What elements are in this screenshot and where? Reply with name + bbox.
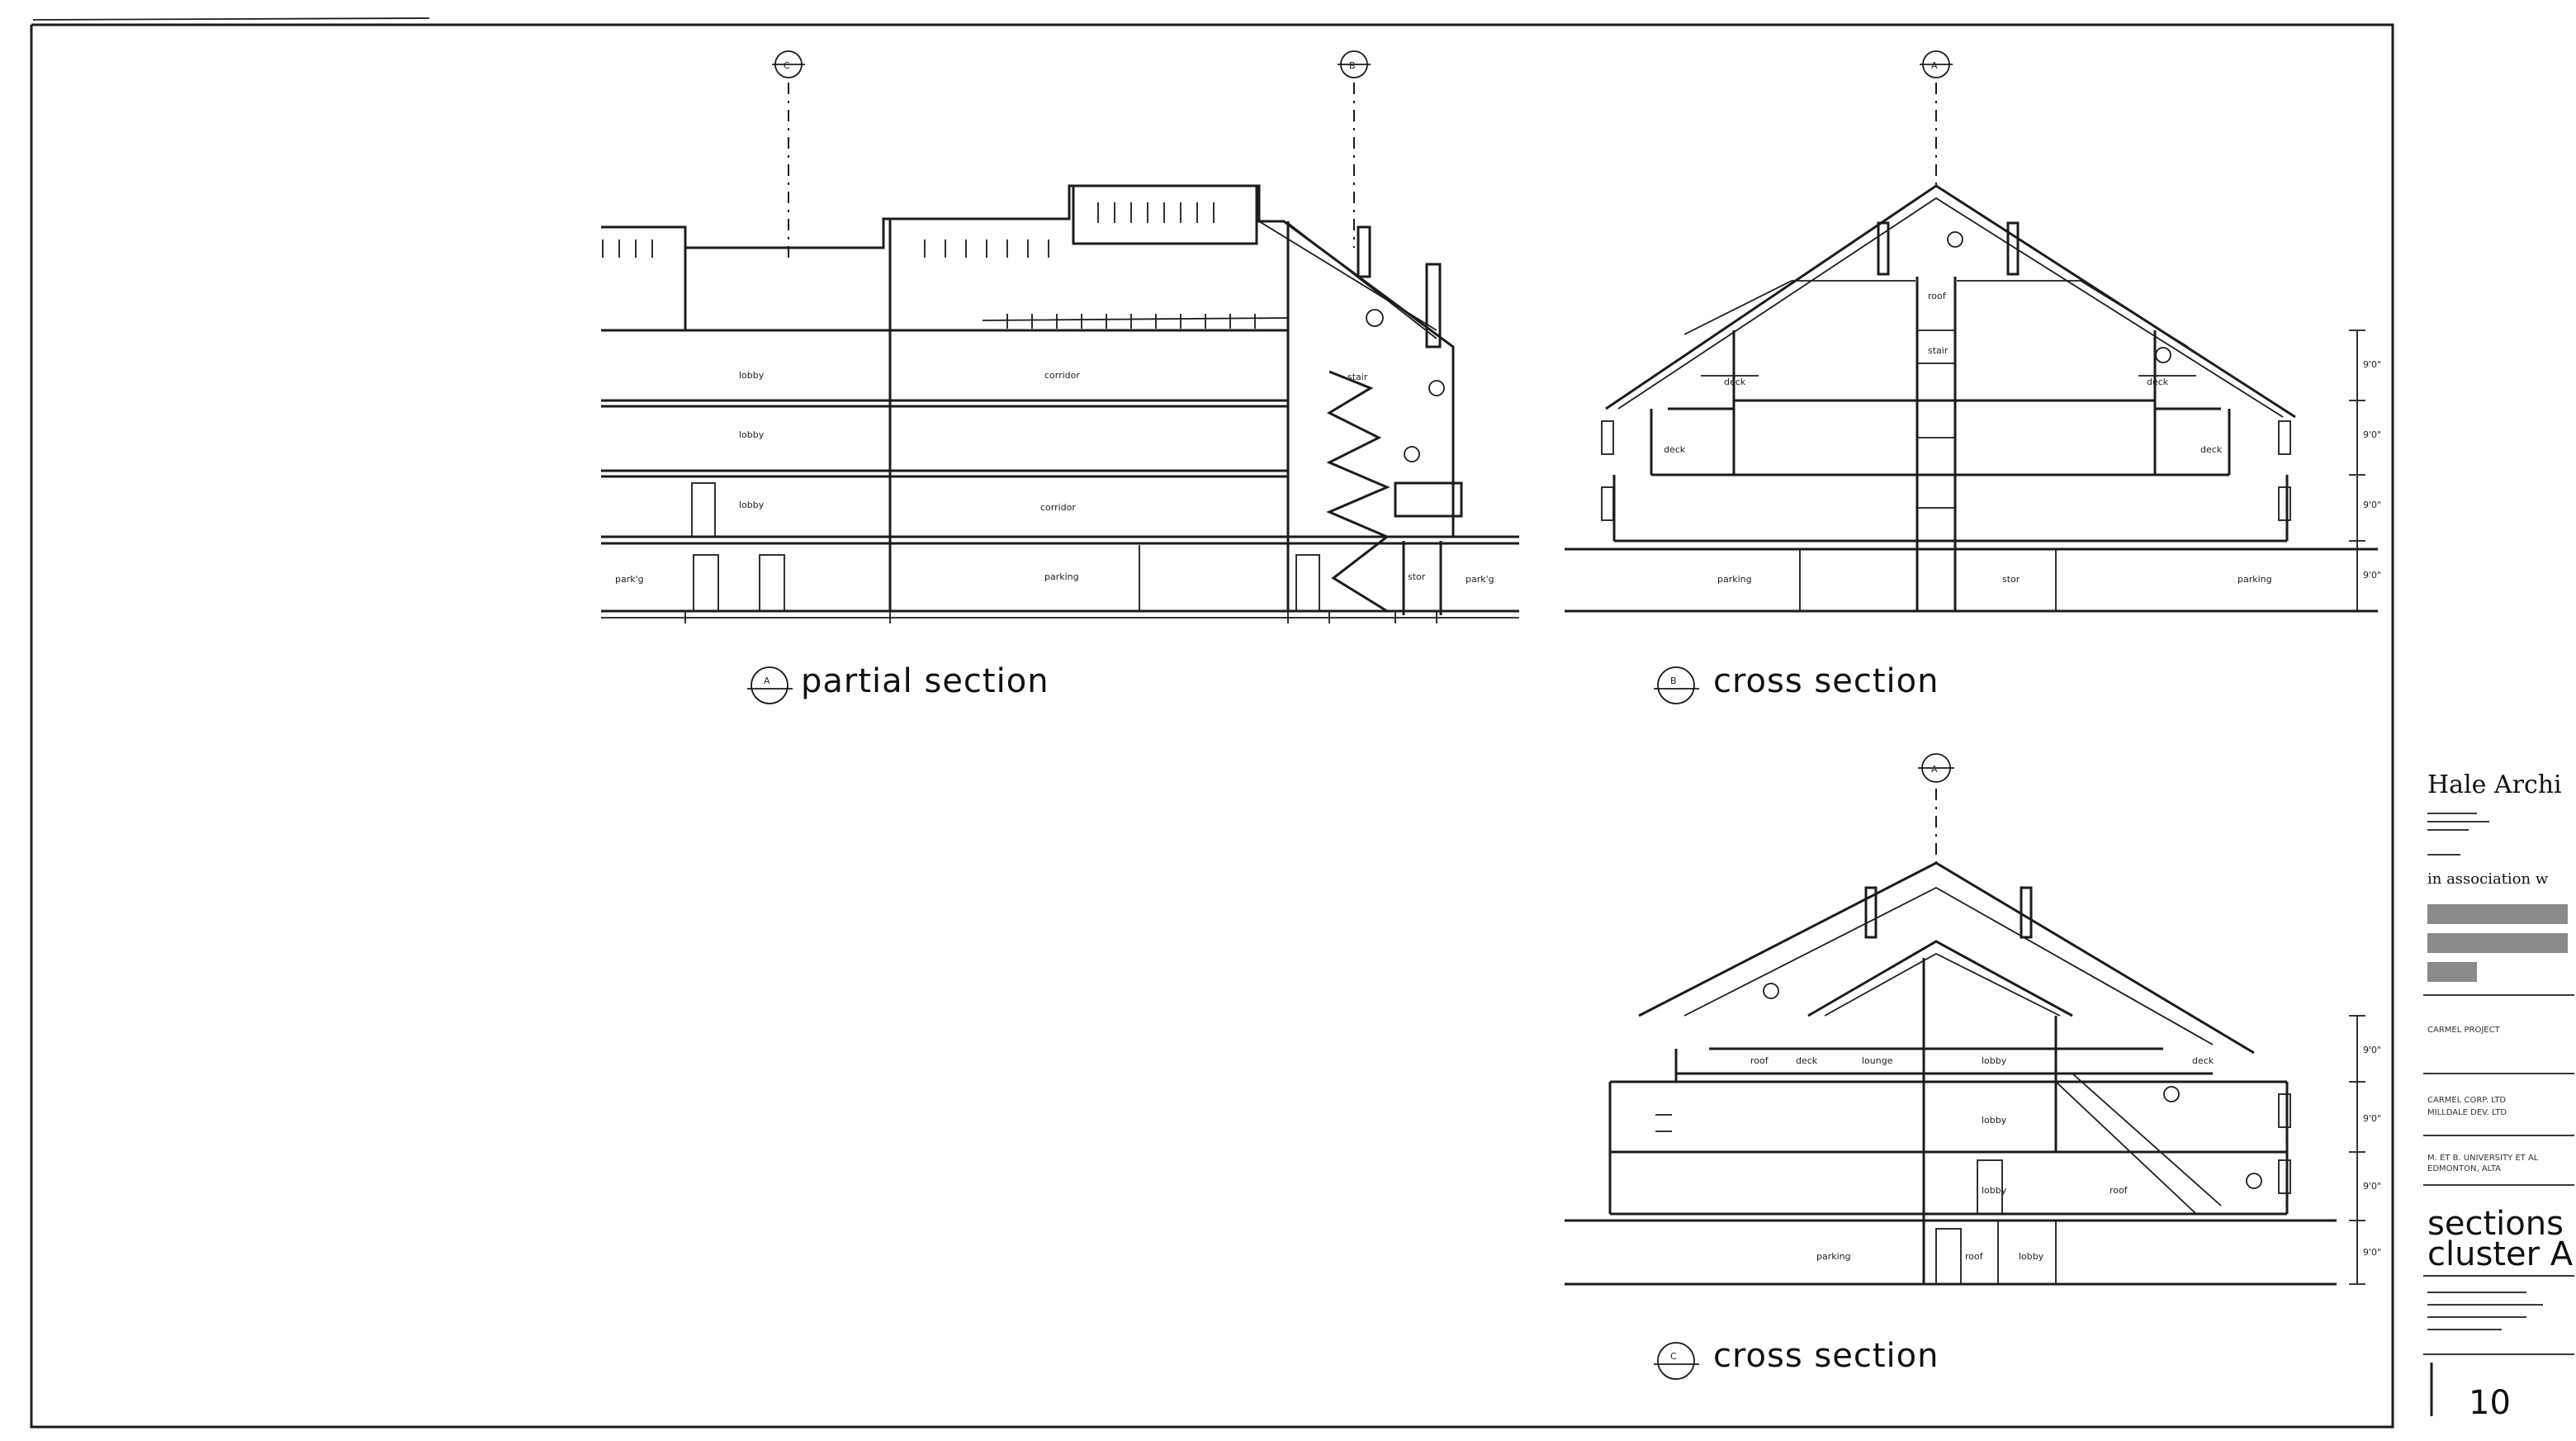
association-text: in association w <box>2427 870 2549 888</box>
section-a-caption: A partial section <box>747 662 1049 704</box>
sheet-border <box>30 17 2394 1429</box>
svg-text:roof: roof <box>1928 291 1947 301</box>
svg-text:C: C <box>1670 1351 1677 1362</box>
client-line-2: MILLDALE DEV. LTD <box>2427 1108 2507 1117</box>
svg-text:parking: parking <box>1816 1251 1851 1262</box>
svg-text:lobby: lobby <box>2019 1251 2044 1262</box>
svg-text:A: A <box>1931 764 1938 775</box>
section-a-drawing: C B <box>601 50 1519 623</box>
svg-text:9'0": 9'0" <box>2363 1247 2381 1258</box>
svg-text:deck: deck <box>2147 377 2169 387</box>
section-c-caption: C cross section <box>1654 1337 1939 1380</box>
svg-text:lobby: lobby <box>1982 1115 2007 1126</box>
cut-marker-a-lower: A <box>1918 753 1954 783</box>
svg-text:B: B <box>1349 60 1356 71</box>
svg-text:partial section: partial section <box>801 662 1049 700</box>
svg-text:stor: stor <box>1408 571 1426 582</box>
cut-marker-b-top: B <box>1338 50 1371 78</box>
cut-marker-c-top: C <box>772 50 805 78</box>
svg-text:corridor: corridor <box>1044 370 1080 381</box>
svg-text:lobby: lobby <box>739 429 765 440</box>
svg-text:lobby: lobby <box>1982 1055 2007 1066</box>
drawing-title-line-2: cluster A <box>2427 1235 2574 1273</box>
svg-text:9'0": 9'0" <box>2363 1113 2381 1124</box>
section-b-caption: B cross section <box>1654 662 1939 704</box>
svg-text:parking: parking <box>1044 571 1079 582</box>
project-label: CARMEL PROJECT <box>2427 1026 2501 1035</box>
sheet-number: 10 <box>2469 1384 2511 1422</box>
associate-logo-line-2 <box>2427 933 2568 953</box>
client-line-1: CARMEL CORP. LTD <box>2427 1096 2506 1105</box>
svg-text:deck: deck <box>1724 377 1746 387</box>
svg-text:C: C <box>784 60 790 71</box>
svg-text:roof: roof <box>2110 1185 2129 1196</box>
associate-logo-line-1 <box>2427 904 2568 924</box>
svg-text:stor: stor <box>2002 574 2020 585</box>
svg-text:lobby: lobby <box>739 500 765 510</box>
svg-text:9'0": 9'0" <box>2363 429 2381 440</box>
section-b-drawing: A deck <box>1565 50 2381 613</box>
svg-text:roof: roof <box>1750 1055 1769 1066</box>
svg-text:A: A <box>764 675 770 686</box>
svg-text:lobby: lobby <box>739 370 765 381</box>
svg-text:parking: parking <box>1717 574 1752 585</box>
svg-text:lounge: lounge <box>1862 1055 1893 1066</box>
svg-text:9'0": 9'0" <box>2363 500 2381 510</box>
title-block: Hale Archi in association w CARMEL PROJE… <box>2423 770 2574 1422</box>
svg-text:deck: deck <box>2192 1055 2214 1066</box>
svg-text:stair: stair <box>1347 372 1368 382</box>
svg-text:9'0": 9'0" <box>2363 1045 2381 1055</box>
svg-text:B: B <box>1670 675 1677 686</box>
owner-line-2: EDMONTON, ALTA <box>2427 1164 2501 1173</box>
svg-text:deck: deck <box>1664 444 1686 455</box>
cut-marker-a-top: A <box>1920 50 1953 78</box>
svg-text:A: A <box>1931 60 1938 71</box>
associate-logo-line-3 <box>2427 962 2477 982</box>
svg-text:roof: roof <box>1965 1251 1984 1262</box>
svg-text:9'0": 9'0" <box>2363 1181 2381 1192</box>
svg-text:cross section: cross section <box>1713 662 1939 700</box>
firm-name: Hale Archi <box>2427 770 2562 799</box>
svg-text:9'0": 9'0" <box>2363 570 2381 581</box>
svg-text:lobby: lobby <box>1982 1185 2007 1196</box>
section-c-drawing: A roof deck lounge lobby <box>1565 753 2381 1286</box>
svg-text:park'g: park'g <box>615 574 644 585</box>
owner-line-1: M. ET B. UNIVERSITY ET AL <box>2427 1154 2539 1163</box>
svg-text:parking: parking <box>2237 574 2272 585</box>
svg-text:cross section: cross section <box>1713 1337 1939 1375</box>
svg-text:9'0": 9'0" <box>2363 359 2381 370</box>
svg-text:park'g: park'g <box>1466 574 1494 585</box>
drawing-title-line-1: sections <box>2427 1205 2564 1243</box>
svg-text:stair: stair <box>1928 345 1949 356</box>
svg-text:corridor: corridor <box>1040 502 1076 513</box>
svg-text:deck: deck <box>1796 1055 1818 1066</box>
svg-text:deck: deck <box>2200 444 2223 455</box>
